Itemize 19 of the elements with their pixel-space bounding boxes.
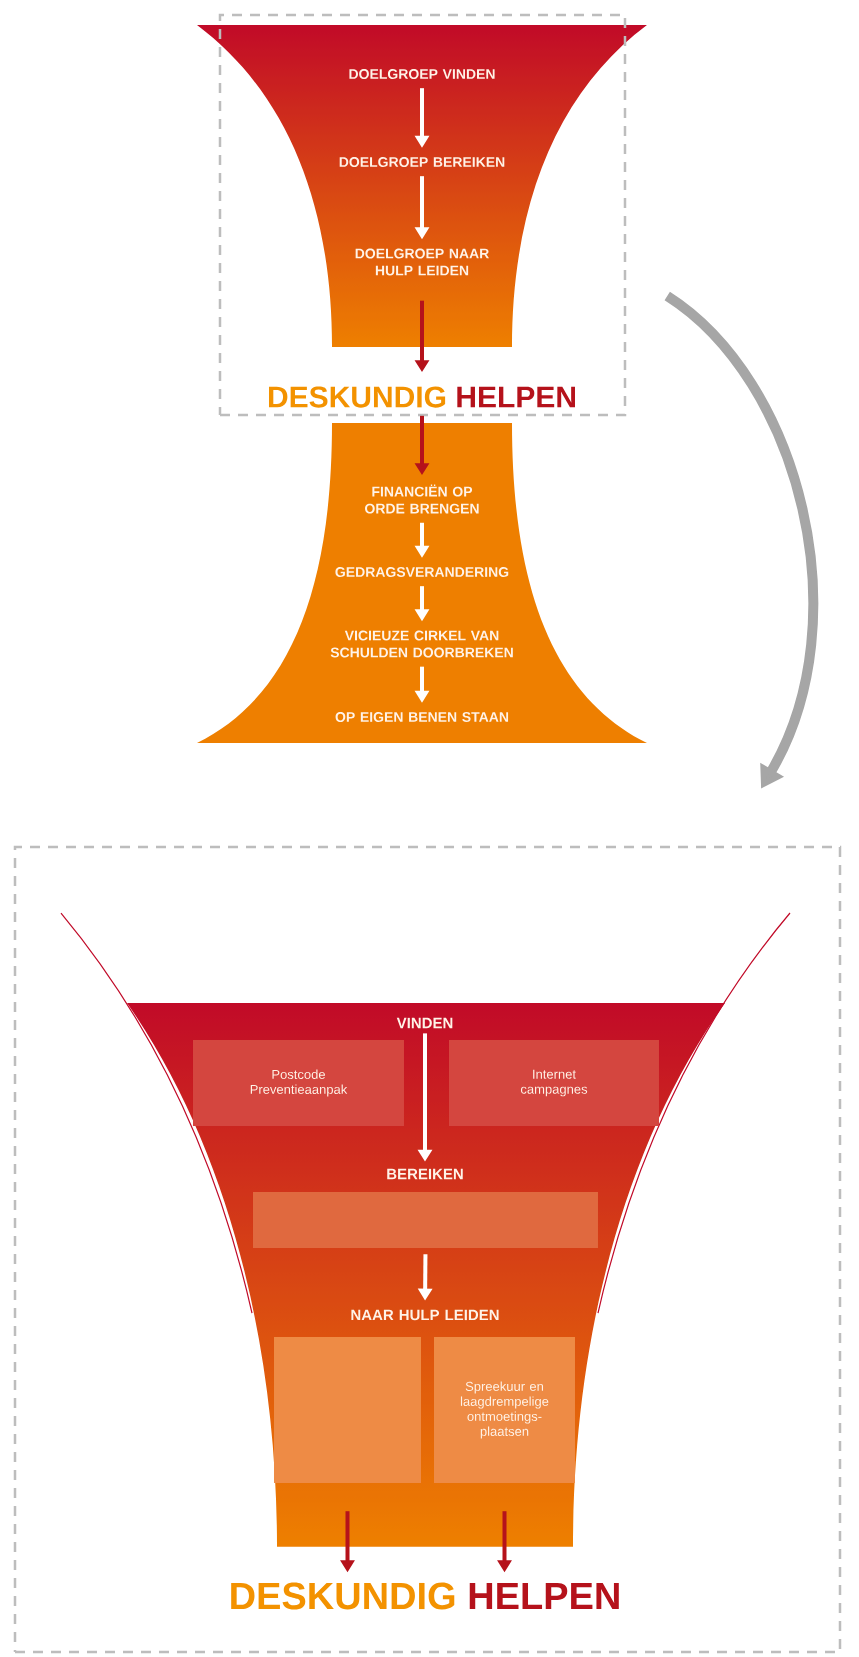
stage-heading: VINDEN — [396, 1017, 453, 1029]
step-label: VICIEUZE CIRKEL VAN SCHULDEN DOORBREKEN — [330, 630, 513, 658]
method-box: Postcode Preventieaanpak — [193, 1040, 404, 1126]
dashed-frame — [218, 13, 627, 417]
method-box — [253, 1192, 598, 1248]
step-label: DOELGROEP VINDEN — [349, 69, 495, 79]
step-label: FINANCIËN OP ORDE BRENGEN — [365, 484, 479, 514]
step-label: GEDRAGSVERANDERING — [335, 567, 509, 577]
method-box — [274, 1337, 421, 1483]
dashed-frame — [13, 845, 842, 1654]
step-label: OP EIGEN BENEN STAAN — [335, 712, 509, 722]
stage-heading: NAAR HULP LEIDEN — [351, 1309, 499, 1321]
method-box: Internet campagnes — [449, 1040, 659, 1126]
method-box: Spreekuur en laagdrempelige ontmoetings-plaatsen — [434, 1337, 575, 1483]
step-label: DOELGROEP NAAR HULP LEIDEN — [355, 248, 489, 276]
stage-heading: BEREIKEN — [387, 1168, 463, 1180]
heading-text: DESKUNDIG HELPEN — [269, 386, 575, 408]
step-label: DOELGROEP BEREIKEN — [339, 157, 505, 167]
heading-text: DESKUNDIG HELPEN — [231, 1582, 619, 1610]
